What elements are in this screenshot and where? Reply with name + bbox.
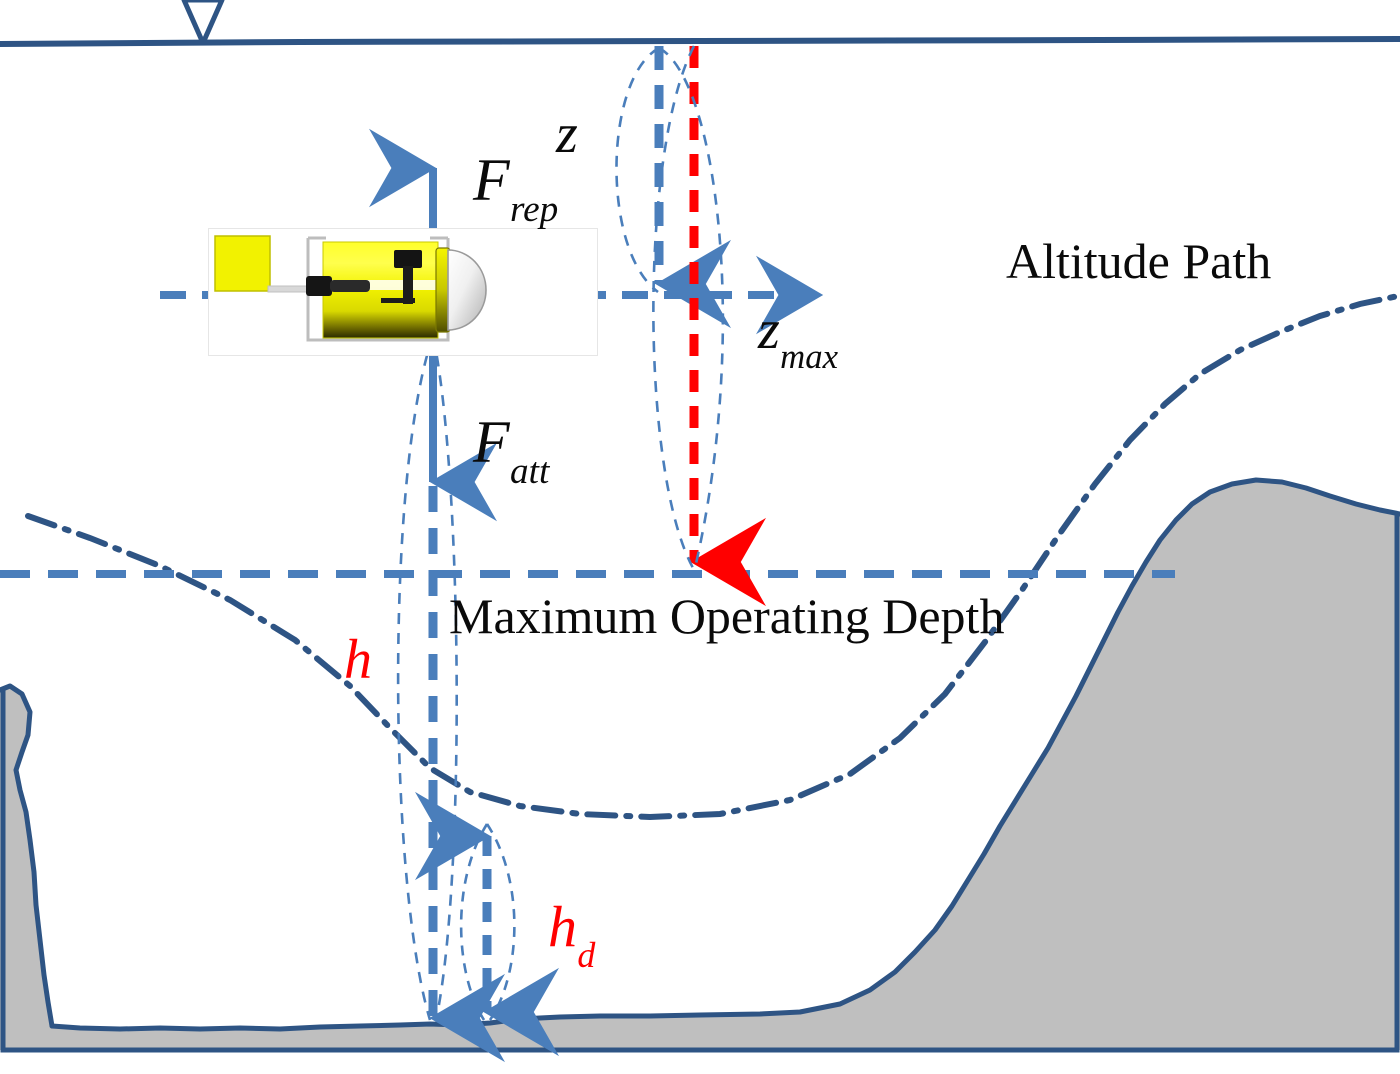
label-f-att: Fatt [473, 409, 549, 490]
label-z-text: z [556, 103, 578, 165]
label-h: h [344, 632, 372, 688]
label-f-att-base: F [473, 409, 510, 475]
label-z-max: zmax [758, 299, 838, 374]
label-max-operating-depth: Maximum Operating Depth [449, 591, 1004, 641]
water-surface-marker-icon [181, 0, 225, 46]
label-hd-sub: d [577, 934, 596, 975]
label-f-att-sub: att [510, 451, 550, 493]
label-z-max-base: z [758, 299, 780, 361]
label-h-text: h [344, 629, 372, 691]
label-hd: hd [548, 898, 595, 973]
label-f-rep-base: F [473, 147, 510, 213]
z-span-brace [615, 46, 725, 569]
label-max-operating-depth-text: Maximum Operating Depth [449, 588, 1005, 644]
label-altitude-path: Altitude Path [1006, 236, 1271, 286]
label-z-max-sub: max [780, 336, 838, 376]
auv-vehicle-icon [208, 228, 598, 356]
label-f-rep: Frep [473, 147, 558, 228]
h-span-brace [396, 335, 458, 1021]
label-hd-base: h [548, 894, 577, 959]
label-f-rep-sub: rep [510, 189, 559, 231]
label-altitude-path-text: Altitude Path [1006, 233, 1272, 289]
zmax-span-brace [652, 45, 696, 569]
water-surface-line [0, 36, 1400, 47]
seabed-terrain [0, 477, 1400, 1053]
label-z: z [556, 106, 578, 162]
altitude-path-curve [25, 293, 1400, 821]
hd-span-brace [459, 823, 516, 1021]
